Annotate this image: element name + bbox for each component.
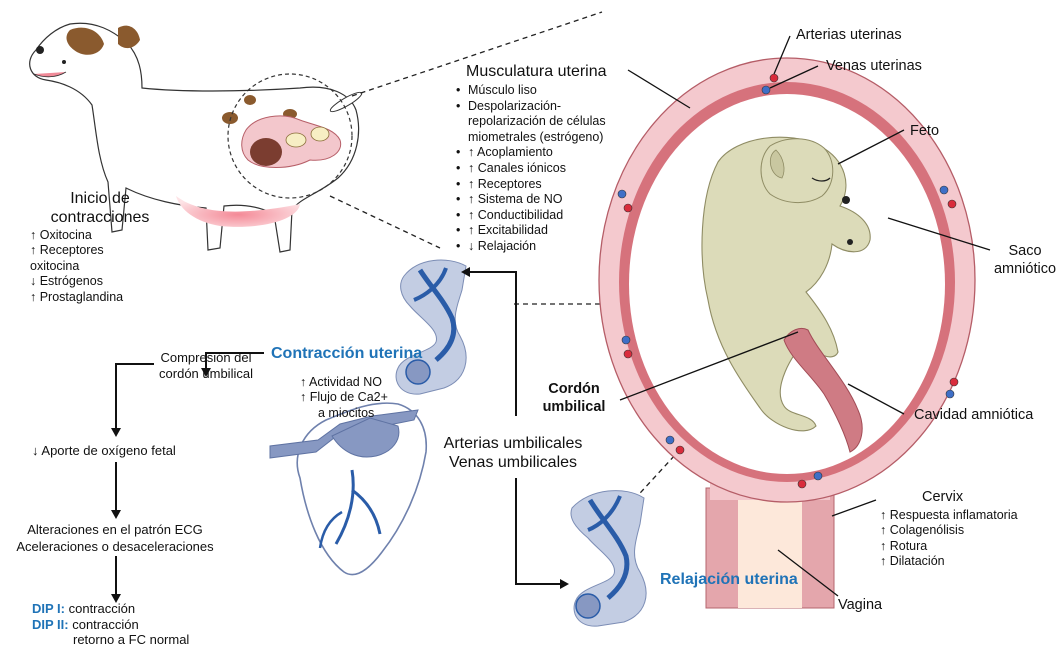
aporte-oxigeno: ↓ Aporte de oxígeno fetal: [32, 443, 176, 459]
contraccion-list: ↑ Actividad NO ↑ Flujo de Ca2+ a miocito…: [300, 375, 388, 421]
vagina-label: Vagina: [838, 596, 882, 614]
musculatura-list: Músculo liso Despolarización- repolariza…: [456, 83, 606, 255]
inicio-title-1: Inicio de: [40, 189, 160, 209]
list-item: Despolarización-: [456, 99, 606, 115]
list-item: ↑ Rotura: [880, 539, 1018, 554]
list-item: ↑ Receptores: [456, 177, 606, 193]
compresion-line-1: Compresión del: [146, 350, 266, 366]
dip1: DIP I: contracción: [32, 601, 135, 617]
list-item: ↑ Prostaglandina: [30, 290, 123, 305]
inicio-title-2: contracciones: [40, 208, 160, 228]
cervix-title: Cervix: [922, 488, 963, 506]
relajacion-label: Relajación uterina: [660, 570, 798, 590]
venas-uterinas-label: Venas uterinas: [826, 57, 922, 75]
inicio-list: ↑ Oxitocina ↑ Receptores oxitocina ↓ Est…: [30, 228, 123, 305]
list-item: ↑ Canales iónicos: [456, 161, 606, 177]
list-item: Músculo liso: [456, 83, 606, 99]
list-item: ↑ Actividad NO: [300, 375, 388, 390]
list-item: repolarización de células: [456, 114, 606, 130]
dip2-text: contracción: [69, 617, 139, 632]
musculatura-title: Musculatura uterina: [466, 62, 607, 82]
heart-illustration: [270, 403, 426, 574]
cavidad-label: Cavidad amniótica: [914, 406, 1033, 424]
list-item: ↑ Acoplamiento: [456, 145, 606, 161]
list-item: ↑ Receptores: [30, 243, 123, 258]
list-item: ↑ Sistema de NO: [456, 192, 606, 208]
list-item: ↑ Respuesta inflamatoria: [880, 508, 1018, 523]
cord-section-relaxed: [571, 491, 646, 627]
contraccion-title: Contracción uterina: [271, 344, 422, 364]
dip1-label: DIP I:: [32, 601, 65, 616]
list-item: ↑ Excitabilidad: [456, 223, 606, 239]
alteraciones-line-1: Alteraciones en el patrón ECG: [10, 522, 220, 538]
arterias-umbilicales: Arterias umbilicales: [408, 434, 618, 454]
saco-label-1: Saco: [990, 242, 1060, 260]
list-item: ↑ Conductibilidad: [456, 208, 606, 224]
compresion-line-2: cordón umbilical: [146, 366, 266, 382]
venas-umbilicales: Venas umbilicales: [408, 453, 618, 473]
list-item: ↑ Colagenólisis: [880, 523, 1018, 538]
alteraciones-line-2: Aceleraciones o desaceleraciones: [10, 539, 220, 555]
dip2-line-2: retorno a FC normal: [73, 632, 189, 648]
dip2: DIP II: contracción: [32, 617, 139, 633]
list-item: miometrales (estrógeno): [456, 130, 606, 146]
list-item: ↑ Flujo de Ca2+: [300, 390, 388, 405]
cordon-label-1: Cordón: [534, 380, 614, 398]
list-item: ↑ Dilatación: [880, 554, 1018, 569]
list-item: a miocitos: [300, 406, 388, 421]
dip2-label: DIP II:: [32, 617, 69, 632]
feto-label: Feto: [910, 122, 939, 140]
dip1-text: contracción: [65, 601, 135, 616]
list-item: oxitocina: [30, 259, 123, 274]
list-item: ↓ Relajación: [456, 239, 606, 255]
list-item: ↓ Estrógenos: [30, 274, 123, 289]
cervix-list: ↑ Respuesta inflamatoria ↑ Colagenólisis…: [880, 508, 1018, 570]
saco-label-2: amniótico: [990, 260, 1060, 278]
cordon-label-2: umbilical: [534, 398, 614, 416]
cord-section-contracted: [396, 260, 466, 394]
arterias-uterinas-label: Arterias uterinas: [796, 26, 902, 44]
list-item: ↑ Oxitocina: [30, 228, 123, 243]
